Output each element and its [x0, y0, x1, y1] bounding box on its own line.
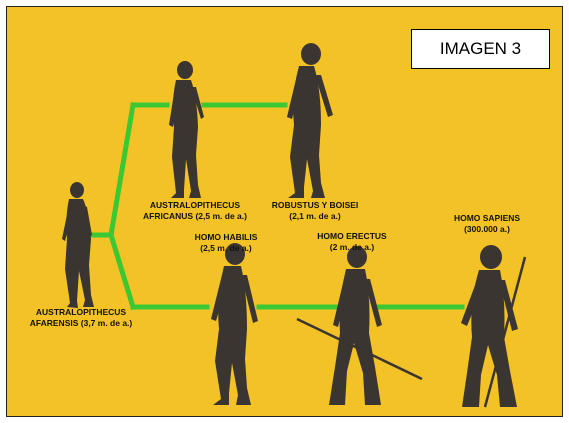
caption-africanus-detail: AFRICANUS (2,5 m. de a.) — [140, 211, 250, 222]
branch-line-lower-diagonal — [111, 235, 133, 307]
caption-robustus-name: ROBUSTUS Y BOISEI — [267, 200, 363, 211]
robustus-figure — [287, 43, 333, 198]
caption-robustus: ROBUSTUS Y BOISEI (2,1 m. de a.) — [267, 200, 363, 222]
caption-erectus-name: HOMO ERECTUS — [312, 231, 392, 242]
caption-habilis-name: HOMO HABILIS — [186, 232, 266, 243]
habilis-figure — [211, 243, 258, 405]
caption-robustus-detail: (2,1 m. de a.) — [267, 211, 363, 222]
caption-sapiens-name: HOMO SAPIENS — [445, 213, 529, 224]
africanus-figure — [169, 61, 204, 198]
caption-afarensis: AUSTRALOPITHECUS AFARENSIS (3,7 m. de a.… — [9, 307, 153, 329]
evolution-diagram: IMAGEN 3 AUSTRALOPITHECUS AFARENSIS (3,7… — [6, 6, 563, 417]
caption-erectus-detail: (2 m. de a.) — [312, 242, 392, 253]
branch-line-upper-diagonal — [111, 105, 133, 235]
caption-erectus: HOMO ERECTUS (2 m. de a.) — [312, 231, 392, 253]
caption-africanus-name: AUSTRALOPITHECUS — [140, 200, 250, 211]
caption-africanus: AUSTRALOPITHECUS AFRICANUS (2,5 m. de a.… — [140, 200, 250, 222]
caption-afarensis-detail: AFARENSIS (3,7 m. de a.) — [9, 318, 153, 329]
caption-habilis-detail: (2,5 m. de a.) — [186, 243, 266, 254]
sapiens-figure — [461, 245, 525, 407]
erectus-figure — [297, 246, 422, 405]
caption-sapiens: HOMO SAPIENS (300.000 a.) — [445, 213, 529, 235]
title-box: IMAGEN 3 — [411, 29, 550, 69]
afarensis-figure — [62, 182, 94, 308]
caption-habilis: HOMO HABILIS (2,5 m. de a.) — [186, 232, 266, 254]
caption-afarensis-name: AUSTRALOPITHECUS — [9, 307, 153, 318]
caption-sapiens-detail: (300.000 a.) — [445, 224, 529, 235]
